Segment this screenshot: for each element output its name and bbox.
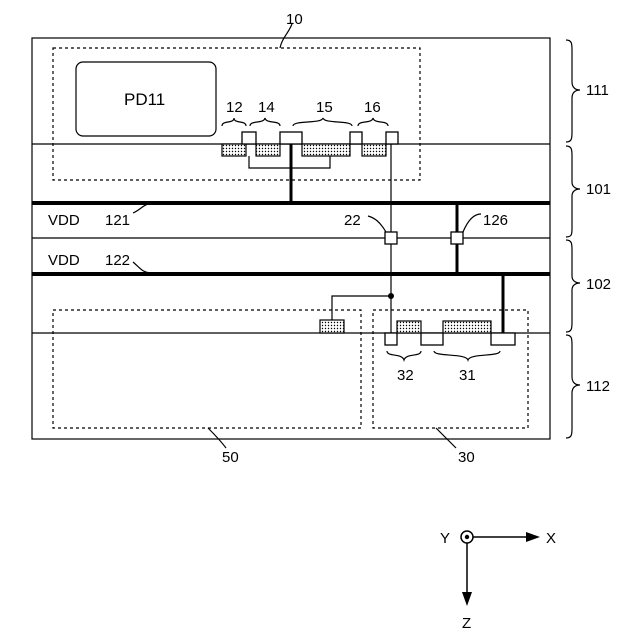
label-31: 31 [459, 367, 476, 384]
axis-indicator: Y X Z [440, 530, 556, 632]
line-122-leader [133, 262, 150, 273]
brace-111 [566, 40, 580, 142]
layer-102-label: 102 [586, 276, 611, 293]
label-12: 12 [226, 99, 243, 116]
z-axis-label: Z [462, 615, 471, 632]
diffusion-50-contact [320, 320, 344, 333]
gate-32-right [421, 333, 443, 345]
x-axis-arrowhead [526, 532, 540, 542]
layer-111-label: 111 [586, 82, 609, 99]
via-22-leader [368, 216, 386, 232]
diffusion-12 [222, 144, 246, 156]
diffusion-14 [256, 144, 280, 156]
bracket-14 [250, 118, 280, 126]
bracket-16 [358, 118, 388, 126]
x-axis-label: X [546, 530, 556, 547]
bracket-15 [293, 118, 352, 126]
layer-101-label: 101 [586, 181, 611, 198]
via-22 [385, 232, 397, 244]
region-50 [53, 310, 361, 428]
layer-112-label: 112 [586, 378, 610, 395]
line-121-leader [133, 204, 148, 213]
label-32: 32 [397, 367, 414, 384]
diffusion-31 [443, 321, 491, 333]
via-22-label: 22 [344, 212, 361, 229]
gate-14 [280, 132, 302, 144]
line-122-label: 122 [105, 252, 130, 269]
vdd-label-2: VDD [48, 252, 80, 269]
region-30-leader [436, 428, 456, 448]
diffusion-15 [302, 144, 350, 156]
y-axis-dot [465, 535, 469, 539]
label-14: 14 [258, 99, 275, 116]
brace-102 [566, 240, 580, 332]
via-126-label: 126 [483, 212, 508, 229]
pixel-unit-label: 10 [286, 11, 303, 28]
brace-101 [566, 146, 580, 237]
gate-12 [242, 132, 256, 144]
region-30-label: 30 [458, 449, 475, 466]
gate-16 [386, 132, 398, 144]
z-axis-arrowhead [462, 592, 472, 606]
via-126-leader [463, 214, 481, 232]
bracket-32 [387, 351, 421, 360]
diffusion-16 [362, 144, 386, 156]
bracket-31 [434, 351, 500, 360]
via-126 [451, 232, 463, 244]
region-50-leader [208, 428, 226, 448]
bracket-12 [222, 118, 246, 126]
gate-32-left [385, 333, 397, 345]
diffusion-32 [397, 321, 421, 333]
line-121-label: 121 [105, 212, 130, 229]
vdd-label-1: VDD [48, 212, 80, 229]
photodiode-label: PD11 [124, 90, 165, 109]
gate-15 [350, 132, 362, 144]
label-15: 15 [316, 99, 333, 116]
label-16: 16 [364, 99, 381, 116]
region-50-label: 50 [222, 449, 239, 466]
y-axis-label: Y [440, 530, 450, 547]
brace-112 [566, 335, 580, 438]
gate-31-right [491, 333, 515, 345]
